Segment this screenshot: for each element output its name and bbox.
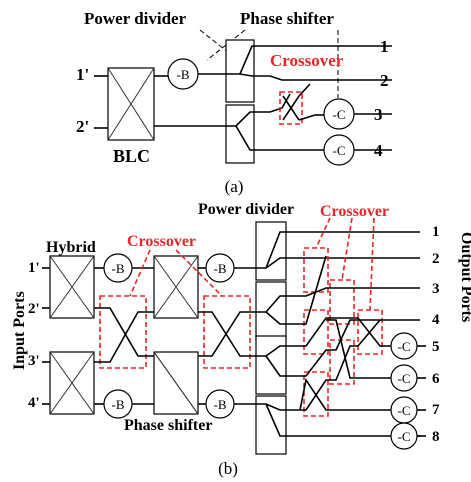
crossover-box-a — [279, 91, 303, 125]
phase-c-label-b3: -C — [398, 403, 411, 418]
input-port-4p-b: 4' — [28, 395, 40, 411]
input-port-1p-a: 1' — [76, 65, 89, 84]
crossover-label-b-left: Crossover — [127, 233, 196, 250]
phase-c-circle-a2 — [323, 134, 355, 166]
phase-b-label-b2: -B — [112, 397, 125, 412]
output-port-4-a: 4 — [374, 141, 383, 160]
figure-a: Power divider Phase shifter BLC 1' 2' -B — [76, 9, 392, 196]
input-port-1p-b: 1' — [28, 260, 40, 276]
phase-shifter-label-a: Phase shifter — [240, 9, 334, 28]
output-port-7-b: 7 — [432, 402, 440, 418]
output-port-4-b: 4 — [432, 312, 440, 328]
input-port-2p-b: 2' — [28, 301, 40, 317]
phase-b-label-b1: -B — [112, 261, 125, 276]
phase-c-label-a1: -C — [333, 107, 346, 122]
output-port-3-a: 3 — [374, 105, 383, 124]
crossover-label-a: Crossover — [270, 51, 344, 70]
crossover-box-b7 — [329, 339, 355, 385]
output-port-8-b: 8 — [432, 429, 440, 445]
hybrid-label: Hybrid — [46, 239, 96, 256]
crossover-box-b3 — [303, 247, 329, 293]
phase-shifter-label-b: Phase shifter — [124, 417, 212, 434]
crossover-box-b1 — [99, 295, 147, 369]
phase-b-label-a: -B — [177, 67, 190, 82]
output-port-5-b: 5 — [432, 339, 440, 355]
crossover-box-b5 — [303, 309, 329, 355]
caption-a: (a) — [225, 177, 244, 196]
crossover-box-b2 — [203, 295, 251, 369]
output-port-1-a: 1 — [380, 37, 389, 56]
phase-c-label-a2: -C — [333, 143, 346, 158]
caption-b: (b) — [218, 459, 238, 478]
output-ports-label: Output Ports — [458, 232, 471, 322]
input-port-2p-a: 2' — [76, 117, 89, 136]
power-divider-box-bottom-a — [225, 104, 255, 164]
blc-label: BLC — [113, 146, 150, 166]
phase-b-label-b4: -B — [214, 397, 227, 412]
output-port-3-b: 3 — [432, 281, 440, 297]
figure-b: Power divider Crossover Crossover Hybrid… — [11, 201, 471, 478]
power-divider-box-b2 — [255, 281, 287, 341]
crossover-box-b4 — [329, 279, 355, 325]
phase-c-label-b4: -C — [398, 429, 411, 444]
power-divider-label-b: Power divider — [198, 201, 294, 218]
power-divider-box-b1 — [255, 221, 287, 281]
phase-b-label-b3: -B — [214, 261, 227, 276]
crossover-label-b-top: Crossover — [320, 203, 389, 220]
power-divider-box-b3 — [255, 335, 287, 395]
input-ports-label: Input Ports — [11, 291, 28, 370]
output-port-6-b: 6 — [432, 371, 440, 387]
output-port-1-b: 1 — [432, 224, 440, 240]
input-port-3p-b: 3' — [28, 353, 40, 369]
power-divider-label-a: Power divider — [84, 9, 187, 28]
output-port-2-a: 2 — [380, 71, 389, 90]
phase-c-label-b2: -C — [398, 371, 411, 386]
phase-c-label-b1: -C — [398, 339, 411, 354]
output-port-2-b: 2 — [432, 251, 440, 267]
